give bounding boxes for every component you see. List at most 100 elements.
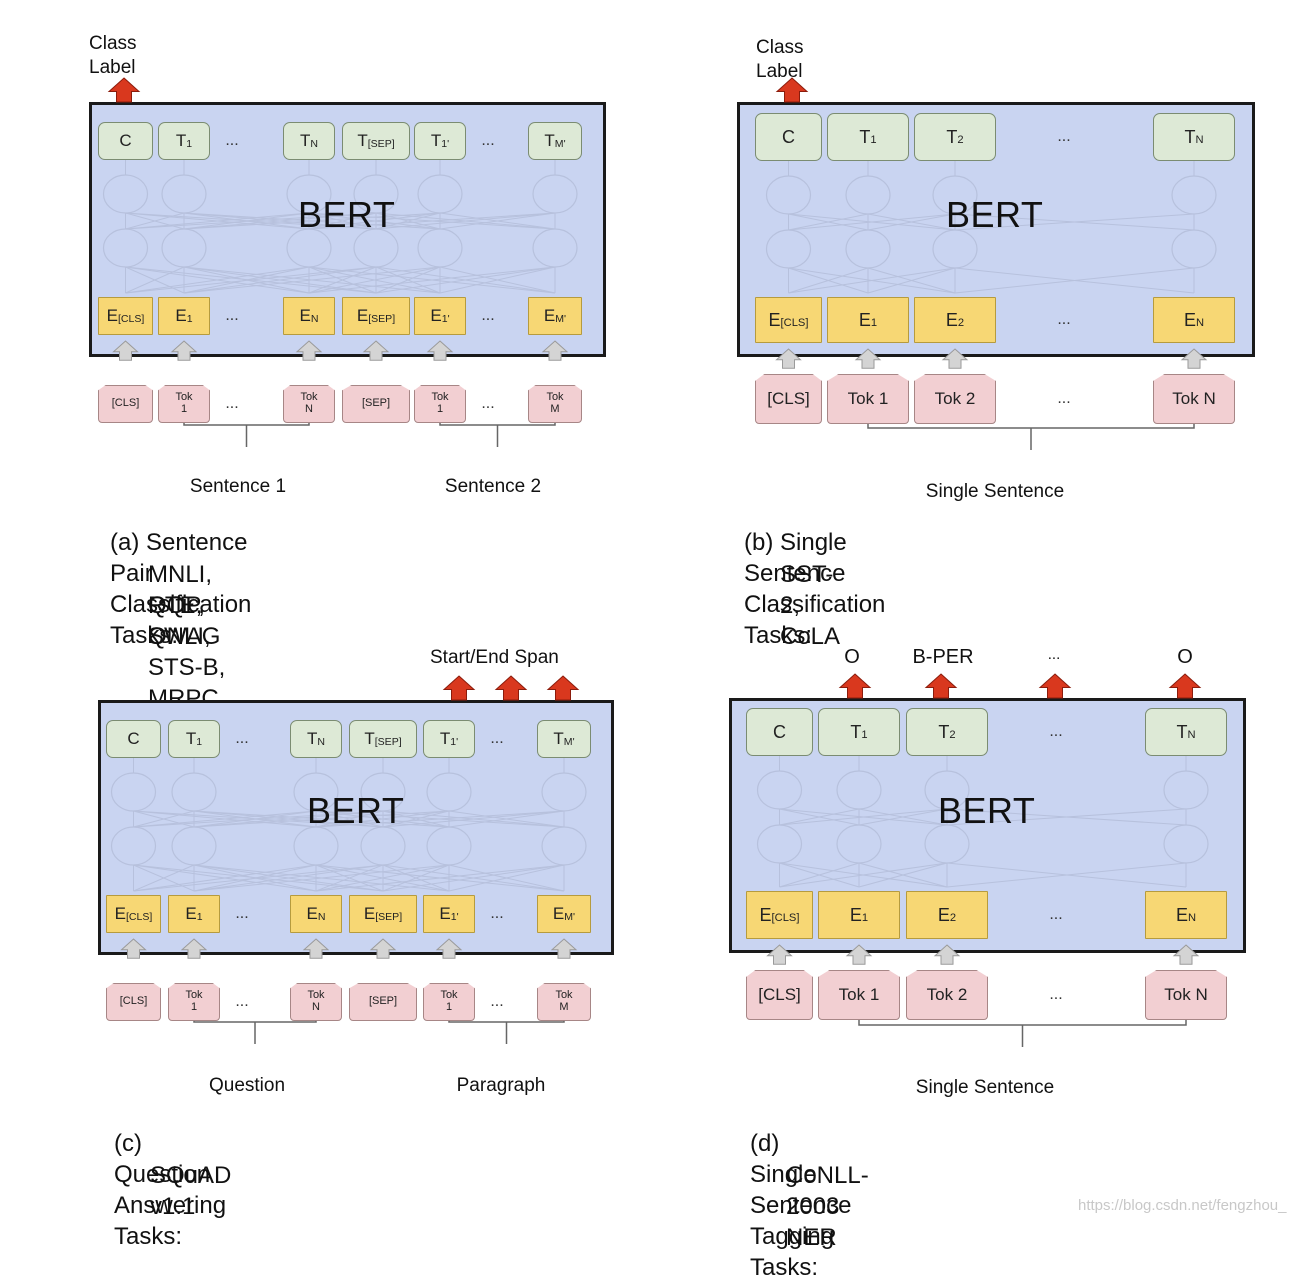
input-token[interactable]: Tok 2	[906, 970, 988, 1020]
input-token[interactable]: Tok N	[1153, 374, 1235, 424]
input-token[interactable]: Tok 1	[827, 374, 909, 424]
tag-label: O	[844, 646, 860, 668]
embedding-ecls[interactable]: E[CLS]	[755, 297, 822, 343]
subscript: N	[1195, 317, 1205, 330]
caption-tasks: SQuAD v1.1	[150, 1162, 232, 1220]
subscript: 1	[870, 317, 878, 330]
output-ellipsis: ...	[1057, 128, 1071, 145]
input-token[interactable]: [SEP]	[349, 983, 417, 1021]
output-ellipsis: ...	[225, 132, 239, 149]
subscript: 1	[861, 912, 869, 925]
output-ellipsis: ...	[235, 730, 249, 747]
subscript: 1	[186, 138, 193, 151]
bert-title: BERT	[307, 790, 405, 831]
input-token[interactable]: Tok 2	[914, 374, 996, 424]
output-token-c[interactable]: C	[106, 720, 161, 758]
input-token[interactable]: [CLS]	[98, 385, 153, 423]
embedding-esep[interactable]: E[SEP]	[342, 297, 410, 335]
input-token[interactable]: [CLS]	[746, 970, 813, 1020]
bert-title: BERT	[298, 194, 396, 235]
input-ellipsis: ...	[490, 993, 504, 1010]
subscript: 1	[861, 729, 868, 742]
output-arrow	[1038, 673, 1072, 699]
subscript: M'	[564, 911, 576, 924]
output-token-tsep[interactable]: T[SEP]	[342, 122, 410, 160]
caption-tasks: CoNLL-2003 NER	[786, 1162, 869, 1251]
input-ellipsis: ...	[235, 993, 249, 1010]
output-token-c[interactable]: C	[746, 708, 813, 756]
subscript: 1	[186, 313, 193, 326]
embedding-ellipsis: ...	[1057, 311, 1071, 328]
output-token-c[interactable]: C	[98, 122, 153, 160]
input-token[interactable]: [SEP]	[342, 385, 410, 423]
group-bracket	[183, 423, 310, 447]
embedding-ecls[interactable]: E[CLS]	[106, 895, 161, 933]
subscript: 2	[949, 912, 957, 925]
task-output-label: Start/End Span	[430, 647, 559, 668]
embedding-esep[interactable]: E[SEP]	[349, 895, 417, 933]
embedding-ecls[interactable]: E[CLS]	[746, 891, 813, 939]
output-token-tsep[interactable]: T[SEP]	[349, 720, 417, 758]
subscript: [SEP]	[367, 138, 395, 151]
output-token-c[interactable]: C	[755, 113, 822, 161]
bert-title: BERT	[946, 194, 1044, 235]
input-token[interactable]: [CLS]	[106, 983, 161, 1021]
input-token[interactable]: Tok 1	[818, 970, 900, 1020]
output-arrow	[546, 675, 580, 701]
caption-tasks: SST-2, CoLA	[780, 561, 841, 650]
group-bracket	[448, 1021, 565, 1044]
subscript: [SEP]	[374, 736, 402, 749]
embedding-ellipsis: ...	[481, 307, 495, 324]
subscript: [CLS]	[780, 317, 809, 330]
subscript: [SEP]	[368, 313, 396, 326]
input-token[interactable]: Tok N	[1145, 970, 1227, 1020]
subscript: [SEP]	[375, 911, 403, 924]
subscript: 1	[870, 134, 877, 147]
subscript: M'	[563, 736, 575, 749]
embedding-ecls[interactable]: E[CLS]	[98, 297, 153, 335]
subscript: [CLS]	[126, 911, 153, 924]
subscript: 1'	[441, 138, 450, 151]
input-token[interactable]: [CLS]	[755, 374, 822, 424]
subscript: 2	[957, 134, 964, 147]
group-label: Sentence 1	[189, 476, 287, 497]
embedding-ellipsis: ...	[490, 905, 504, 922]
subscript: [CLS]	[771, 912, 800, 925]
